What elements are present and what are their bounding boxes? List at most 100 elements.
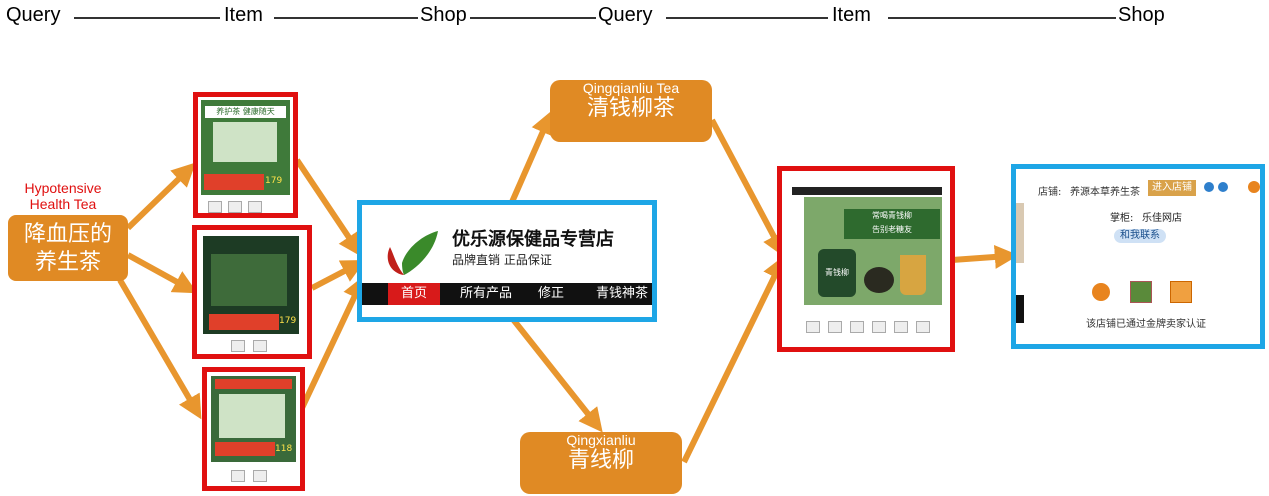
leaf-logo-icon [387, 231, 438, 275]
item3-price: 118 [275, 444, 293, 454]
query-main-zh-line2: 养生茶 [34, 250, 101, 275]
arrow-query-to-item2 [126, 252, 198, 294]
contact-seller-button[interactable]: 和我联系 [1114, 229, 1166, 243]
shop2-cert-text: 该店铺已通过金牌卖家认证 [1086, 319, 1206, 330]
item4-tea-leaves [864, 267, 894, 293]
item1-mini-thumb[interactable] [248, 201, 262, 213]
item4-mini-thumb[interactable] [916, 321, 930, 333]
query-main-zh-line1: 降血压的 [23, 222, 112, 247]
arrow-item1-to-shop [294, 158, 363, 257]
shop1-nav-all-products[interactable]: 所有产品 [460, 286, 513, 301]
arrow-item4-to-shop2 [951, 244, 1019, 269]
wangwang-icon[interactable] [1204, 182, 1214, 192]
item4-tea-glass [900, 255, 926, 295]
arrow-shop-to-query-bottom [509, 316, 603, 433]
item1-price: 179 [265, 176, 283, 186]
item4-jar: 青钱柳 [818, 249, 856, 297]
shop1-nav-home[interactable]: 首页 [388, 283, 440, 305]
query-node-main: 降血压的 养生茶 [8, 215, 128, 281]
item-card-1[interactable]: 养护茶 健康随天 179 [193, 92, 298, 218]
item2-product-box [211, 254, 287, 306]
query-main-en-line2: Health Tea [29, 196, 97, 212]
shop1-nav-tea[interactable]: 青钱神茶 [596, 286, 649, 301]
item2-price: 179 [279, 316, 297, 326]
arrow-query-to-item3 [117, 278, 202, 420]
shop2-keeper-name: 乐佳网店 [1142, 213, 1182, 224]
shop1-name: 优乐源保健品专营店 [452, 229, 614, 250]
item3-mini-thumb[interactable] [231, 470, 245, 482]
query-node-top: Qingqianliu Tea 清钱柳茶 [550, 80, 712, 142]
header-label-shop-2: Shop [1118, 4, 1165, 26]
item2-image: 179 [203, 236, 299, 334]
avatar-icon [1248, 181, 1260, 193]
item3-product-box [219, 394, 285, 438]
item3-banner [215, 379, 292, 389]
query-top-en: Qingqianliu Tea [582, 80, 680, 96]
item4-mini-thumb[interactable] [894, 321, 908, 333]
header-label-shop-1: Shop [420, 4, 467, 26]
item1-promo [204, 174, 264, 190]
badge-icon [1130, 281, 1152, 303]
arrow-shop-to-query-top [509, 110, 554, 204]
item3-promo [215, 442, 275, 456]
shop1-nav-xiuzheng[interactable]: 修正 [538, 286, 565, 301]
arrow-query-to-item1 [125, 162, 196, 231]
header-connector [470, 17, 596, 19]
header-label-item-1: Item [224, 4, 263, 26]
item4-mini-thumb[interactable] [872, 321, 886, 333]
item3-mini-thumb[interactable] [253, 470, 267, 482]
header-connector [888, 17, 1116, 19]
query-main-en-label: Hypotensive Health Tea [18, 180, 108, 212]
header-connector [666, 17, 828, 19]
shop2-side-strip [1016, 203, 1024, 263]
shop2-side-strip-dark [1016, 295, 1024, 323]
arrow-query-top-to-item4 [709, 118, 786, 258]
query-bottom-en: Qingxianliu [566, 432, 636, 448]
item4-top-bar [792, 187, 942, 195]
item-card-3[interactable]: 118 [202, 367, 305, 491]
query-node-bottom: Qingxianliu 青线柳 [520, 432, 682, 494]
item1-mini-thumb[interactable] [208, 201, 222, 213]
arrow-query-bottom-to-item4 [681, 255, 786, 464]
header-connector [74, 17, 220, 19]
query-main-en-line1: Hypotensive [24, 180, 102, 196]
item4-mini-thumb[interactable] [828, 321, 842, 333]
shop-card-1[interactable]: 优乐源保健品专营店 品牌直销 正品保证 首页 所有产品 修正 青钱神茶 [357, 200, 657, 322]
shop1-nav-bar: 首页 所有产品 修正 青钱神茶 [362, 283, 652, 305]
item1-image: 养护茶 健康随天 179 [201, 100, 290, 195]
enter-shop-button[interactable]: 进入店铺 [1148, 180, 1196, 196]
arrow-item2-to-shop [310, 259, 366, 291]
item2-mini-thumb[interactable] [253, 340, 267, 352]
item2-promo [209, 314, 279, 330]
header-label-query-2: Query [598, 4, 653, 26]
item-card-4[interactable]: 常喝青钱柳 告别老糖友 青钱柳 [777, 166, 955, 352]
item1-banner: 养护茶 健康随天 [205, 106, 286, 118]
item1-product-box [213, 122, 277, 162]
item3-image: 118 [211, 376, 296, 462]
arrow-item3-to-shop [299, 275, 366, 410]
header-connector [274, 17, 418, 19]
item4-banner-text2: 告别老糖友 [872, 225, 912, 234]
query-bottom-zh: 青线柳 [567, 448, 634, 473]
item4-mini-thumb[interactable] [850, 321, 864, 333]
item4-mini-thumb[interactable] [806, 321, 820, 333]
badge-icon [1092, 283, 1110, 301]
shop2-keeper-label: 掌柜: [1110, 213, 1134, 224]
wangwang-icon[interactable] [1218, 182, 1228, 192]
shop1-slogan: 品牌直销 正品保证 [452, 253, 552, 267]
item4-banner: 常喝青钱柳 告别老糖友 [844, 209, 940, 239]
header-label-query-1: Query [6, 4, 61, 26]
shop2-header-row: 店铺: 养源本草养生茶 进入店铺 [1016, 179, 1260, 201]
item-card-2[interactable]: 179 [192, 225, 312, 359]
shop-card-2[interactable]: 店铺: 养源本草养生茶 进入店铺 掌柜: 乐佳网店 和我联系 该店铺已通过金牌卖… [1011, 164, 1265, 349]
shop2-shop-name[interactable]: 养源本草养生茶 [1070, 187, 1140, 198]
item2-mini-thumb[interactable] [231, 340, 245, 352]
query-top-zh: 清钱柳茶 [586, 96, 675, 121]
badge-icon [1170, 281, 1192, 303]
shop2-shop-label: 店铺: [1038, 187, 1062, 198]
item4-banner-text: 常喝青钱柳 [872, 211, 912, 220]
header-label-item-2: Item [832, 4, 871, 26]
item1-mini-thumb[interactable] [228, 201, 242, 213]
item4-image: 常喝青钱柳 告别老糖友 青钱柳 [804, 197, 942, 305]
